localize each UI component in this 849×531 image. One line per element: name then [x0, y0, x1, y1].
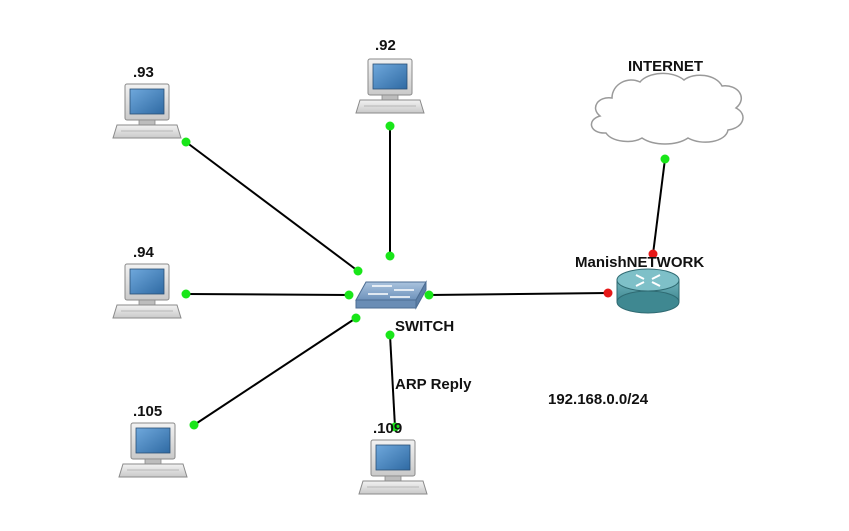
port-up-dot — [385, 121, 395, 131]
port-up-dot — [181, 137, 191, 147]
link-pc-105-switch[interactable] — [193, 317, 357, 426]
port-up-dot — [385, 330, 395, 340]
port-up-dot — [181, 289, 191, 299]
desktop-computer-icon — [355, 58, 425, 114]
link-switch-router[interactable] — [428, 292, 609, 296]
port-up-dot — [351, 313, 361, 323]
arp-reply-label: ARP Reply — [395, 376, 472, 393]
switch-label: SWITCH — [395, 318, 455, 335]
link-pc-93-switch[interactable] — [185, 141, 359, 272]
pc-93-label: .93 — [133, 64, 154, 81]
pc-109-label: .109 — [373, 420, 403, 437]
pc-94[interactable] — [112, 263, 182, 319]
port-down-dot — [603, 288, 613, 298]
desktop-computer-icon — [112, 263, 182, 319]
port-down-dot — [648, 249, 658, 259]
link-pc-94-switch[interactable] — [185, 293, 350, 296]
router-label: ManishNETWORK — [575, 254, 705, 271]
desktop-computer-icon — [118, 422, 188, 478]
port-up-dot — [385, 251, 395, 261]
pc-92-label: .92 — [375, 37, 396, 54]
port-up-dot — [390, 422, 400, 432]
desktop-computer-icon — [358, 439, 428, 495]
network-switch-icon[interactable] — [355, 280, 427, 310]
port-up-dot — [344, 290, 354, 300]
pc-105-label: .105 — [133, 403, 163, 420]
pc-92[interactable] — [355, 58, 425, 114]
pc-105[interactable] — [118, 422, 188, 478]
pc-109[interactable] — [358, 439, 428, 495]
desktop-computer-icon — [112, 83, 182, 139]
internet-cloud-icon[interactable] — [590, 72, 744, 145]
link-router-internet[interactable] — [652, 158, 666, 255]
internet-label: INTERNET — [628, 58, 703, 75]
subnet-label: 192.168.0.0/24 — [548, 391, 649, 408]
pc-93[interactable] — [112, 83, 182, 139]
port-up-dot — [189, 420, 199, 430]
port-indicators — [181, 121, 670, 432]
pc-94-label: .94 — [133, 244, 154, 261]
port-up-dot — [660, 154, 670, 164]
links — [185, 126, 666, 428]
port-up-dot — [424, 290, 434, 300]
port-up-dot — [353, 266, 363, 276]
link-pc-109-switch[interactable] — [389, 334, 396, 428]
router-icon[interactable] — [616, 268, 680, 314]
